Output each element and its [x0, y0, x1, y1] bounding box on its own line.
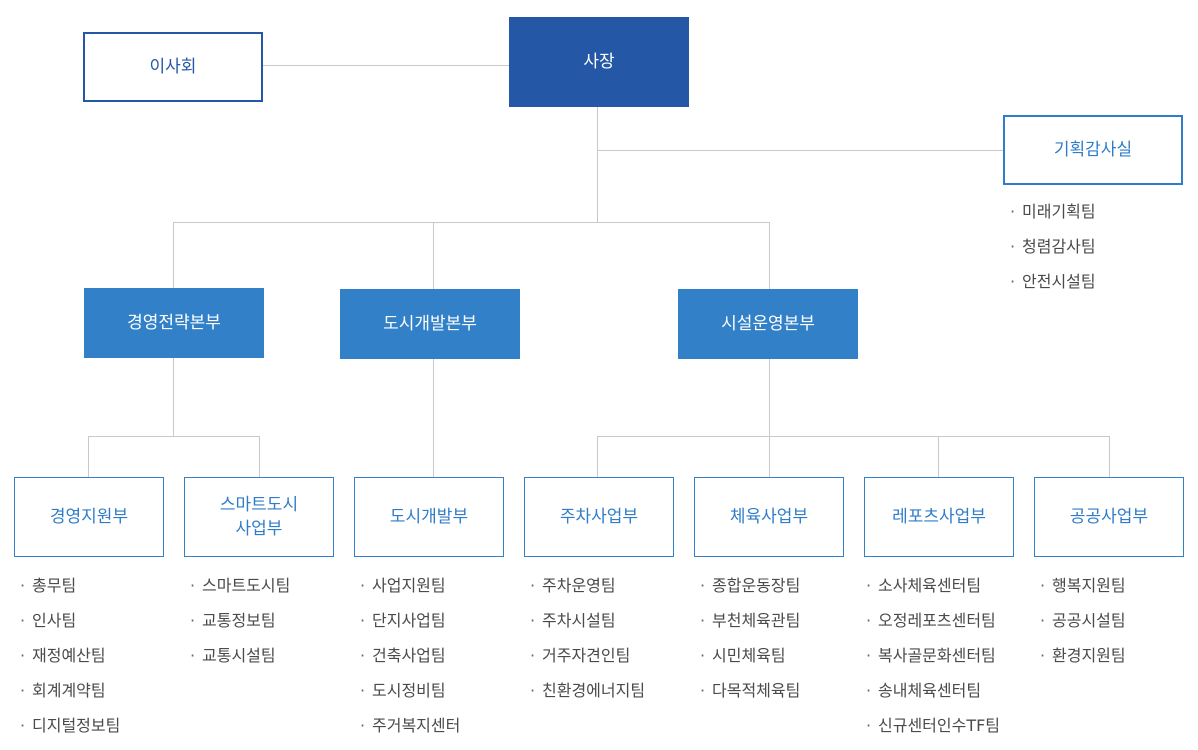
dept-2-team-list: 스마트도시팀 교통정보팀 교통시설팀 — [190, 575, 290, 680]
connector-hq3-bus — [597, 436, 1110, 437]
dept-7-team-list: 행복지원팀 공공시설팀 환경지원팀 — [1040, 575, 1126, 680]
team-item: 소사체육센터팀 — [866, 575, 1000, 610]
team-item: 사업지원팀 — [360, 575, 460, 610]
team-item: 교통시설팀 — [190, 645, 290, 680]
dept-urban-development: 도시개발부 — [354, 477, 504, 557]
team-item: 총무팀 — [20, 575, 120, 610]
team-item: 건축사업팀 — [360, 645, 460, 680]
hq-facility-operations: 시설운영본부 — [678, 289, 858, 359]
team-item: 환경지원팀 — [1040, 645, 1126, 680]
connector-hq1-drop — [173, 222, 174, 288]
team-item: 주차운영팀 — [530, 575, 645, 610]
ceo-box: 사장 — [509, 17, 689, 107]
connector-hq3-drop — [769, 222, 770, 289]
hq-management-strategy: 경영전략본부 — [84, 288, 264, 358]
connector-hq3-down — [769, 358, 770, 477]
dept-3-team-list: 사업지원팀 단지사업팀 건축사업팀 도시정비팀 주거복지센터 — [360, 575, 460, 750]
team-item: 회계계약팀 — [20, 680, 120, 715]
dept-sports: 체육사업부 — [694, 477, 844, 557]
audit-office-box: 기획감사실 — [1003, 115, 1183, 185]
team-item: 주차시설팀 — [530, 610, 645, 645]
team-item: 청렴감사팀 — [1010, 236, 1096, 271]
hq-urban-development: 도시개발본부 — [340, 289, 520, 359]
connector-dept4-drop — [597, 436, 598, 477]
connector-dept2-drop — [259, 436, 260, 477]
team-item: 재정예산팀 — [20, 645, 120, 680]
team-item: 오정레포츠센터팀 — [866, 610, 1000, 645]
team-item: 단지사업팀 — [360, 610, 460, 645]
dept-5-team-list: 종합운동장팀 부천체육관팀 시민체육팀 다목적체육팀 — [700, 575, 800, 715]
dept-smart-city: 스마트도시 사업부 — [184, 477, 334, 557]
connector-ceo-audit — [597, 150, 1004, 151]
team-item: 송내체육센터팀 — [866, 680, 1000, 715]
connector-hq-bus — [173, 222, 770, 223]
connector-dept6-drop — [938, 436, 939, 477]
team-item: 행복지원팀 — [1040, 575, 1126, 610]
dept-leisure-sports: 레포츠사업부 — [864, 477, 1014, 557]
team-item: 복사골문화센터팀 — [866, 645, 1000, 680]
connector-hq1-bus — [88, 436, 260, 437]
dept-6-team-list: 소사체육센터팀 오정레포츠센터팀 복사골문화센터팀 송내체육센터팀 신규센터인수… — [866, 575, 1000, 750]
team-item: 안전시설팀 — [1010, 271, 1096, 306]
team-item: 미래기획팀 — [1010, 201, 1096, 236]
team-item: 도시정비팀 — [360, 680, 460, 715]
connector-board-ceo — [262, 65, 510, 66]
audit-office-team-list: 미래기획팀 청렴감사팀 안전시설팀 — [1010, 201, 1096, 306]
board-box: 이사회 — [83, 32, 263, 102]
team-item: 디지털정보팀 — [20, 715, 120, 750]
connector-dept7-drop — [1109, 436, 1110, 477]
dept-management-support: 경영지원부 — [14, 477, 164, 557]
team-item: 부천체육관팀 — [700, 610, 800, 645]
connector-ceo-trunk — [597, 106, 598, 222]
dept-public-services: 공공사업부 — [1034, 477, 1184, 557]
connector-hq1-down — [173, 357, 174, 436]
team-item: 스마트도시팀 — [190, 575, 290, 610]
team-item: 교통정보팀 — [190, 610, 290, 645]
team-item: 거주자견인팀 — [530, 645, 645, 680]
team-item: 시민체육팀 — [700, 645, 800, 680]
connector-dept1-drop — [88, 436, 89, 477]
team-item: 친환경에너지팀 — [530, 680, 645, 715]
dept-4-team-list: 주차운영팀 주차시설팀 거주자견인팀 친환경에너지팀 — [530, 575, 645, 715]
team-item: 다목적체육팀 — [700, 680, 800, 715]
connector-hq2-down — [433, 358, 434, 477]
team-item: 주거복지센터 — [360, 715, 460, 750]
dept-parking: 주차사업부 — [524, 477, 674, 557]
team-item: 인사팀 — [20, 610, 120, 645]
team-item: 종합운동장팀 — [700, 575, 800, 610]
team-item: 신규센터인수TF팀 — [866, 715, 1000, 750]
team-item: 공공시설팀 — [1040, 610, 1126, 645]
connector-hq2-drop — [433, 222, 434, 289]
dept-1-team-list: 총무팀 인사팀 재정예산팀 회계계약팀 디지털정보팀 — [20, 575, 120, 750]
